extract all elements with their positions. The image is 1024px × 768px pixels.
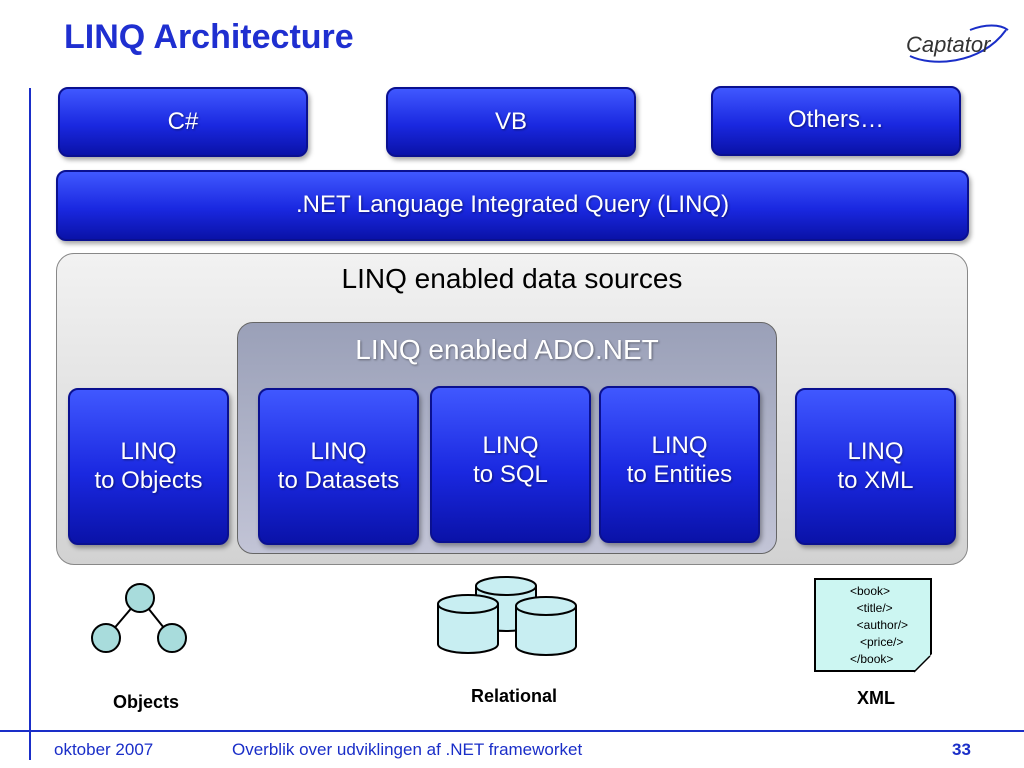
lang-vb-box: VB — [386, 87, 636, 157]
provider-sql-box: LINQ to SQL — [430, 386, 591, 543]
provider-entities-label: LINQ to Entities — [626, 432, 733, 488]
lang-vb-label: VB — [494, 107, 527, 135]
left-rule — [29, 88, 31, 760]
provider-datasets-label: LINQ to Datasets — [277, 437, 400, 494]
xml-line: <author/> — [850, 618, 909, 632]
linq-bar: .NET Language Integrated Query (LINQ) — [56, 170, 969, 241]
page-number: 33 — [952, 740, 971, 759]
provider-objects-box: LINQ to Objects — [68, 388, 229, 545]
svg-text:Captator: Captator — [906, 32, 992, 57]
xml-line: <price/> — [850, 635, 904, 649]
source-xml-label: XML — [857, 688, 895, 708]
object-tree-icon — [91, 583, 187, 653]
xml-document-icon: <book> <title/> <author/> <price/> </boo… — [814, 578, 932, 672]
captator-logo: Captator — [906, 24, 1009, 63]
lang-csharp-box: C# — [58, 87, 308, 157]
xml-line: <title/> — [850, 601, 893, 615]
ado-net-label: LINQ enabled ADO.NET — [355, 334, 659, 365]
page-fold-icon — [914, 654, 932, 674]
source-objects-label: Objects — [112, 692, 180, 712]
provider-sql-label: LINQ to SQL — [473, 432, 548, 488]
provider-entities-box: LINQ to Entities — [599, 386, 760, 543]
source-relational-label: Relational — [470, 686, 558, 706]
provider-xml-label: LINQ to XML — [837, 437, 914, 494]
footer-date: oktober 2007 — [54, 740, 154, 759]
lang-others-label: Others… — [787, 106, 885, 133]
provider-objects-label: LINQ to Objects — [94, 437, 203, 494]
linq-bar-label: .NET Language Integrated Query (LINQ) — [295, 191, 730, 219]
lang-csharp-label: C# — [167, 107, 199, 135]
slide-title: LINQ Architecture — [64, 18, 354, 56]
footer-rule — [0, 730, 1024, 732]
data-sources-label: LINQ enabled data sources — [341, 263, 683, 294]
provider-datasets-box: LINQ to Datasets — [258, 388, 419, 545]
lang-others-box: Others… — [711, 86, 961, 156]
provider-xml-box: LINQ to XML — [795, 388, 956, 545]
xml-line: </book> — [850, 652, 894, 666]
xml-line: <book> — [850, 584, 891, 598]
database-icon — [437, 576, 577, 656]
footer-subject: Overblik over udviklingen af .NET framew… — [232, 740, 583, 759]
